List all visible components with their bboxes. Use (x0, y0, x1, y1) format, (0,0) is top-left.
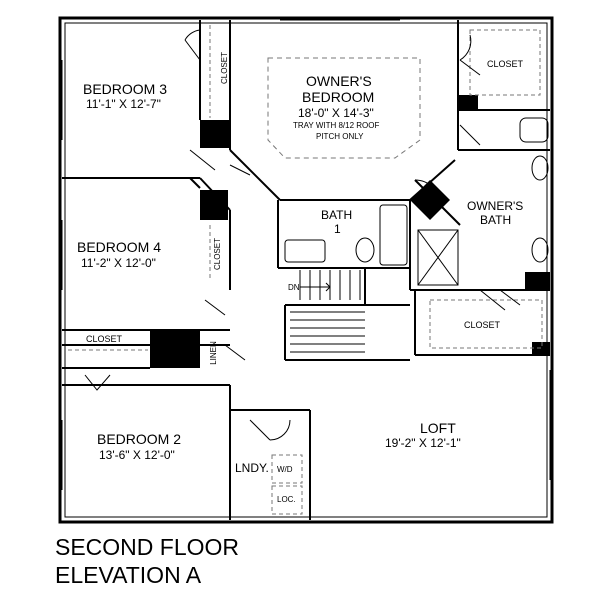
bath1-name-line1: BATH (321, 208, 353, 222)
owners-bath-name-line1: OWNER'S (467, 199, 524, 213)
bedroom2-dims: 13'-6" X 12'-0" (99, 448, 175, 462)
exterior-walls (58, 16, 554, 524)
plan-title-line1: SECOND FLOOR (55, 534, 240, 560)
exterior-walls-inner (64, 22, 548, 518)
closet-owners-bath-label: CLOSET (464, 320, 501, 330)
bedroom3-name: BEDROOM 3 (83, 81, 168, 97)
door-swings (84, 29, 521, 441)
tray-ceiling-outline (267, 57, 421, 159)
closet-bedroom4-label: CLOSET (213, 238, 222, 271)
owners-bedroom-name-line2: BEDROOM (302, 89, 375, 105)
windows (61, 19, 551, 490)
plan-title-line2: ELEVATION A (55, 562, 202, 588)
owners-bath-name-line2: BATH (480, 213, 512, 227)
closet-shelves (68, 25, 543, 351)
wall-blocks (150, 95, 550, 368)
stair-treads (290, 270, 365, 353)
bedroom4-dims: 11'-2" X 12'-0" (81, 256, 156, 270)
closet-hall-label: CLOSET (86, 334, 123, 344)
loft-dims: 19'-2" X 12'-1" (385, 436, 461, 450)
owners-bedroom-dims: 18'-0" X 14'-3" (298, 106, 374, 120)
closet-bedroom3-label: CLOSET (220, 52, 229, 85)
owners-bedroom-note-line2: PITCH ONLY (316, 132, 364, 141)
laundry-boxes (271, 454, 303, 515)
stair-down-label: DN (288, 283, 300, 292)
bedroom4-name: BEDROOM 4 (77, 239, 162, 255)
owners-bedroom-note-line1: TRAY WITH 8/12 ROOF (293, 121, 380, 130)
laundry-wd: W/D (277, 465, 293, 474)
bath1-name-line2: 1 (334, 222, 341, 236)
laundry-name: LNDY. (235, 461, 269, 475)
linen-hall-label: LINEN (209, 341, 218, 365)
loft-name: LOFT (420, 420, 456, 436)
bath-fixtures (284, 117, 549, 286)
bedroom2-name: BEDROOM 2 (97, 431, 182, 447)
owners-bedroom-name-line1: OWNER'S (306, 73, 372, 89)
bedroom3-dims: 11'-1" X 12'-7" (86, 97, 161, 111)
closet-owners-label: CLOSET (487, 59, 524, 69)
laundry-loc: LOC. (277, 495, 296, 504)
